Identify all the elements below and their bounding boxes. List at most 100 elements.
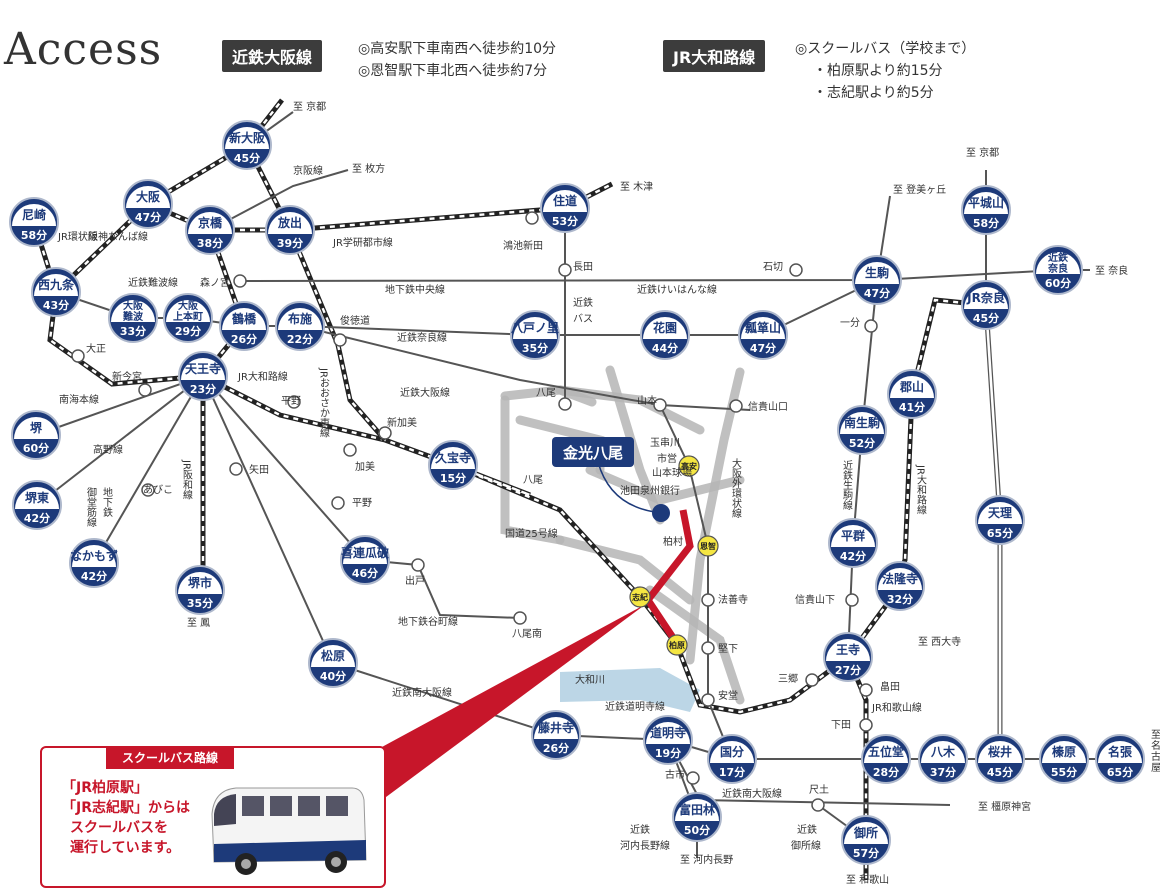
jr-line-dash bbox=[210, 182, 613, 232]
map-label: 至 枚方 bbox=[352, 162, 385, 175]
map-label: バス bbox=[573, 313, 593, 325]
station-time: 32分 bbox=[887, 592, 913, 606]
minor-station bbox=[229, 462, 243, 476]
station-name: 道明寺 bbox=[650, 725, 686, 740]
station-time: 47分 bbox=[135, 210, 161, 224]
vertical-label: JR大和路線 bbox=[915, 464, 927, 515]
map-label: 新今宮 bbox=[112, 370, 142, 383]
station-top bbox=[14, 417, 58, 439]
station-time: 47分 bbox=[750, 341, 776, 355]
jr-info-line: ◎スクールバス（学校まで） bbox=[795, 41, 976, 57]
station-top bbox=[840, 412, 884, 434]
school-bus-text: 「JR柏原駅」 「JR志紀駅」からは スクールバスを 運行しています。 bbox=[62, 778, 190, 858]
station-time: 58分 bbox=[21, 228, 47, 242]
map-label: 大正 bbox=[86, 342, 106, 355]
station-amagasaki: 尼崎 58分 bbox=[9, 197, 59, 247]
station-name: 瓢箪山 bbox=[745, 320, 781, 335]
vertical-label: JRおおさか東線 bbox=[318, 367, 330, 438]
map-label: JR環状線 bbox=[57, 230, 98, 243]
station-time: 33分 bbox=[120, 324, 146, 338]
station-name: 住道 bbox=[553, 193, 577, 208]
road bbox=[555, 535, 695, 605]
kintetsu-info: ◎高安駅下車南西へ徒歩約10分 ◎恩智駅下車北西へ徒歩約7分 bbox=[358, 38, 556, 82]
private-line bbox=[209, 169, 349, 231]
map-label: 京阪線 bbox=[293, 164, 323, 177]
station-top bbox=[513, 317, 557, 339]
station-time: 44分 bbox=[652, 341, 678, 355]
station-name: 西九条 bbox=[38, 277, 75, 292]
nearest-station bbox=[629, 586, 651, 608]
map-label: JR和歌山線 bbox=[871, 701, 922, 714]
road bbox=[500, 395, 565, 545]
jr-line-badge: JR大和路線 bbox=[663, 40, 766, 72]
school-leader bbox=[597, 461, 656, 513]
station-name: 松原 bbox=[321, 648, 345, 663]
station-name: 生駒 bbox=[865, 265, 889, 280]
station-time: 35分 bbox=[187, 596, 213, 610]
station-name: 堺 bbox=[30, 420, 43, 435]
school-marker bbox=[652, 504, 670, 522]
station-top bbox=[222, 308, 266, 330]
road bbox=[555, 385, 705, 435]
map-label: 法善寺 bbox=[718, 593, 748, 606]
station-time: 58分 bbox=[973, 216, 999, 230]
jr-info: ◎スクールバス（学校まで） ・柏原駅より約15分 ・志紀駅より約5分 bbox=[795, 38, 975, 104]
map-label: 玉串川 bbox=[650, 437, 680, 449]
station-time: 42分 bbox=[81, 569, 107, 583]
map-label: 鴻池新田 bbox=[503, 239, 543, 252]
station-name: 京橋 bbox=[198, 215, 223, 230]
station-name: 鶴橋 bbox=[232, 311, 257, 326]
station-name: 花園 bbox=[653, 320, 677, 335]
station-name: 布施 bbox=[288, 311, 312, 326]
station-top bbox=[166, 300, 210, 322]
station-top bbox=[268, 212, 312, 234]
station-top bbox=[431, 447, 475, 469]
nearest-station-name: 志紀 bbox=[632, 592, 648, 602]
nearest-station-name: 恩智 bbox=[700, 541, 716, 551]
map-label: 山本球場 bbox=[652, 466, 692, 479]
station-name: 尼崎 bbox=[22, 207, 46, 222]
minor-station bbox=[701, 641, 715, 655]
private-line bbox=[35, 375, 204, 436]
map-label: 加美 bbox=[355, 460, 375, 473]
vertical-label: 地下鉄 bbox=[101, 486, 113, 518]
nearest-station-name: 柏原 bbox=[669, 640, 685, 650]
jr-line-dash bbox=[846, 656, 868, 880]
kintetsu-info-line: ◎恩智駅下車北西へ徒歩約7分 bbox=[358, 63, 548, 79]
minor-station bbox=[859, 683, 873, 697]
station-name: 南生駒 bbox=[844, 415, 880, 430]
station-name: 法隆寺 bbox=[882, 571, 918, 586]
station-time: 47分 bbox=[864, 286, 890, 300]
map-label: 池田泉州銀行 bbox=[620, 484, 680, 497]
station-top bbox=[225, 127, 269, 149]
minor-station bbox=[805, 673, 819, 687]
vertical-label-char: 名 bbox=[1151, 739, 1160, 752]
map-label: 八尾 bbox=[536, 387, 556, 399]
map-label: 信貴山下 bbox=[795, 593, 835, 606]
station-top bbox=[181, 358, 225, 380]
minor-station bbox=[378, 426, 392, 440]
station-horyuji: 法隆寺 32分 bbox=[875, 561, 925, 611]
kintetsu-info-line: ◎高安駅下車南西へ徒歩約10分 bbox=[358, 41, 557, 57]
station-name: 国分 bbox=[720, 744, 744, 759]
station-time: 45分 bbox=[987, 765, 1013, 779]
minor-station bbox=[701, 693, 715, 707]
station-name: 大阪 bbox=[123, 299, 144, 312]
map-label: 古市 bbox=[665, 768, 685, 781]
station-name: 喜連瓜破 bbox=[341, 545, 389, 560]
station-top bbox=[844, 822, 888, 844]
minor-station bbox=[845, 593, 859, 607]
station-top bbox=[534, 717, 578, 739]
map-label: 平野 bbox=[281, 395, 301, 407]
station-time: 42分 bbox=[840, 549, 866, 563]
